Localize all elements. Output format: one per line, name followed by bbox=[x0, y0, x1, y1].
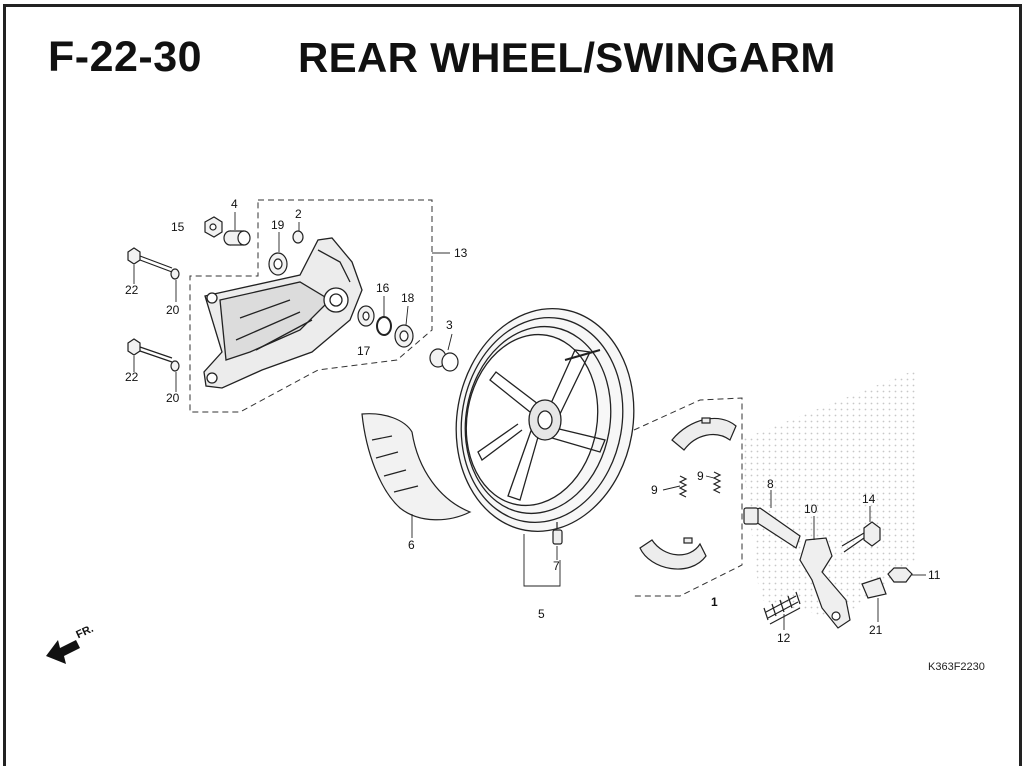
callout-2: 2 bbox=[295, 207, 302, 221]
brake-shoe-bracket bbox=[633, 397, 743, 597]
shoe-springs bbox=[678, 471, 722, 498]
diagram-title: REAR WHEEL/SWINGARM bbox=[298, 34, 836, 81]
brake-shoes bbox=[639, 417, 737, 570]
brake-cam-hardware bbox=[743, 507, 913, 629]
callout-17: 17 bbox=[357, 344, 371, 358]
callout-4: 4 bbox=[231, 197, 238, 211]
callout-20-upper: 20 bbox=[166, 303, 180, 317]
rear-wheel bbox=[455, 307, 635, 533]
callout-7: 7 bbox=[553, 559, 560, 573]
callout-11: 11 bbox=[928, 568, 941, 582]
splash-guard bbox=[361, 413, 472, 521]
valve-bolt bbox=[552, 522, 563, 545]
callout-1: 1 bbox=[711, 595, 718, 609]
callout-8: 8 bbox=[767, 477, 774, 491]
callout-6: 6 bbox=[408, 538, 415, 552]
diagram-reference-code: K363F2230 bbox=[928, 661, 985, 673]
callout-9-right: 9 bbox=[697, 469, 704, 483]
callout-13: 13 bbox=[454, 246, 468, 260]
page-border bbox=[3, 4, 1022, 766]
leader-lines bbox=[133, 212, 926, 630]
callout-12: 12 bbox=[777, 631, 791, 645]
callout-5: 5 bbox=[538, 607, 545, 621]
swingarm bbox=[203, 237, 363, 389]
callout-10: 10 bbox=[804, 502, 818, 516]
callout-14: 14 bbox=[862, 492, 876, 506]
watermark-wing bbox=[740, 370, 915, 620]
callout-9-left: 9 bbox=[651, 483, 658, 497]
callout-19: 19 bbox=[271, 218, 285, 232]
callout-22-lower: 22 bbox=[125, 370, 139, 384]
swingarm-group-bracket bbox=[189, 199, 450, 413]
front-direction-arrow-icon bbox=[46, 640, 80, 664]
callout-18: 18 bbox=[401, 291, 415, 305]
swingarm-hardware bbox=[127, 216, 459, 372]
callout-20-lower: 20 bbox=[166, 391, 180, 405]
callout-3: 3 bbox=[446, 318, 453, 332]
callout-22-upper: 22 bbox=[125, 283, 139, 297]
callout-21: 21 bbox=[869, 623, 883, 637]
diagram-code: F-22-30 bbox=[48, 33, 203, 81]
callout-15: 15 bbox=[171, 220, 185, 234]
callout-16: 16 bbox=[376, 281, 390, 295]
